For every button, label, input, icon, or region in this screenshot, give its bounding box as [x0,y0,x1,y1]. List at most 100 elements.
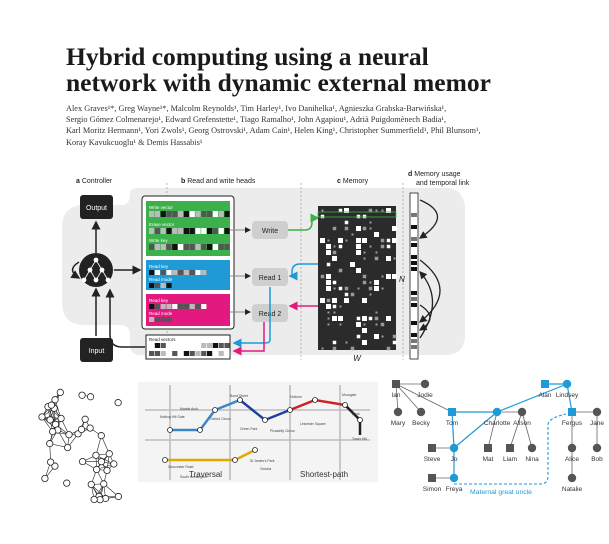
panel-c-label: c Memory [337,178,368,185]
write-row-highlight [317,211,397,218]
family-node-female [416,407,426,417]
read1-op-box [252,268,288,286]
family-edge [496,383,568,413]
vector-cell [166,270,172,275]
vector-cell [195,304,201,309]
vector-cell [166,304,172,309]
memory-cell [386,316,391,321]
graph-node [64,443,72,452]
memory-cell [321,347,324,350]
family-name-label: Mat [483,456,494,463]
memory-cell [344,286,349,291]
vector-cell [207,211,213,217]
memory-cell [350,346,355,351]
vector-cell [212,351,218,356]
vector-cell [195,343,201,348]
memory-cell [327,239,330,242]
graph-node [114,399,122,407]
usage-cell [411,339,417,343]
vector-cell [154,351,160,356]
memory-cell [332,226,337,231]
memory-cell [327,317,330,320]
memory-cell [362,238,367,243]
random-graph [38,388,123,504]
vector-cell [166,211,172,217]
panel-text: and temporal link [416,180,470,187]
vector-cell [224,228,230,234]
memory-cell [363,257,366,260]
family-node-female [393,407,403,417]
vector-cell [189,304,195,309]
memory-cell [356,268,361,273]
memory-cell [356,244,361,249]
title-line-1: Hybrid computing using a neural [66,42,429,71]
traversal-caption: Traversal [189,470,223,479]
memory-cell [327,323,330,326]
station-label: Moorgate [342,393,356,397]
family-edge [509,411,523,449]
memory-cell [374,256,379,261]
memory-cell [326,280,331,285]
family-node-male [428,474,436,482]
memory-cell [344,292,349,297]
memory-cell [375,209,378,212]
vector-cell [160,244,166,250]
family-node-male [506,444,514,452]
panel-letter: b [181,178,186,185]
memory-cell [338,286,343,291]
panel-text: Read and write heads [187,178,256,185]
vector-cell [160,270,166,275]
write-vector-label: Write vector [149,205,173,210]
memory-cell [374,286,379,291]
read1-mode-label: Read mode [149,277,173,282]
vector-cell [154,211,160,217]
memory-w-label: W [353,354,362,363]
vector-cell [154,304,160,309]
vector-cell [183,211,189,217]
memory-cell [333,245,336,248]
memory-cell [344,226,349,231]
vector-cell [160,228,166,234]
tube-station [287,407,293,413]
erase-vector-cells [149,228,230,234]
memory-cell [357,287,360,290]
read-vector-1-cells [149,343,230,348]
memory-cell [386,244,391,249]
vector-cell [195,228,201,234]
graph-node [46,416,54,424]
memory-cell [386,274,391,279]
vector-cell [154,343,160,348]
memory-cell [386,238,391,243]
write-vector-cells [149,211,230,217]
panel-letter: d [408,171,413,178]
memory-cell [380,244,385,249]
memory-cell [332,340,337,345]
family-name-label: Tom [446,420,458,427]
usage-cell [411,333,417,337]
memory-cell [374,316,379,321]
vector-cell [218,211,224,217]
memory-cell [326,244,331,249]
memory-cell [356,250,361,255]
vector-cell [189,244,195,250]
memory-cell [368,316,373,321]
memory-cell [369,293,372,296]
relation-path [454,413,567,485]
vector-cell [189,211,195,217]
graph-node [79,457,87,466]
graph-node [100,480,108,488]
memory-cell [350,292,355,297]
memory-cell [381,275,384,278]
memory-cell [344,208,349,213]
panel-letter: c [337,178,341,185]
shortest-path-caption: Shortest-path [300,470,349,479]
graph-node [63,479,71,487]
graph-node [105,450,113,458]
read1-key-cells [149,270,207,275]
vector-cell [172,228,178,234]
memory-cell [345,341,348,344]
memory-cell [380,238,385,243]
vector-cell [172,270,178,275]
memory-cell [356,316,361,321]
